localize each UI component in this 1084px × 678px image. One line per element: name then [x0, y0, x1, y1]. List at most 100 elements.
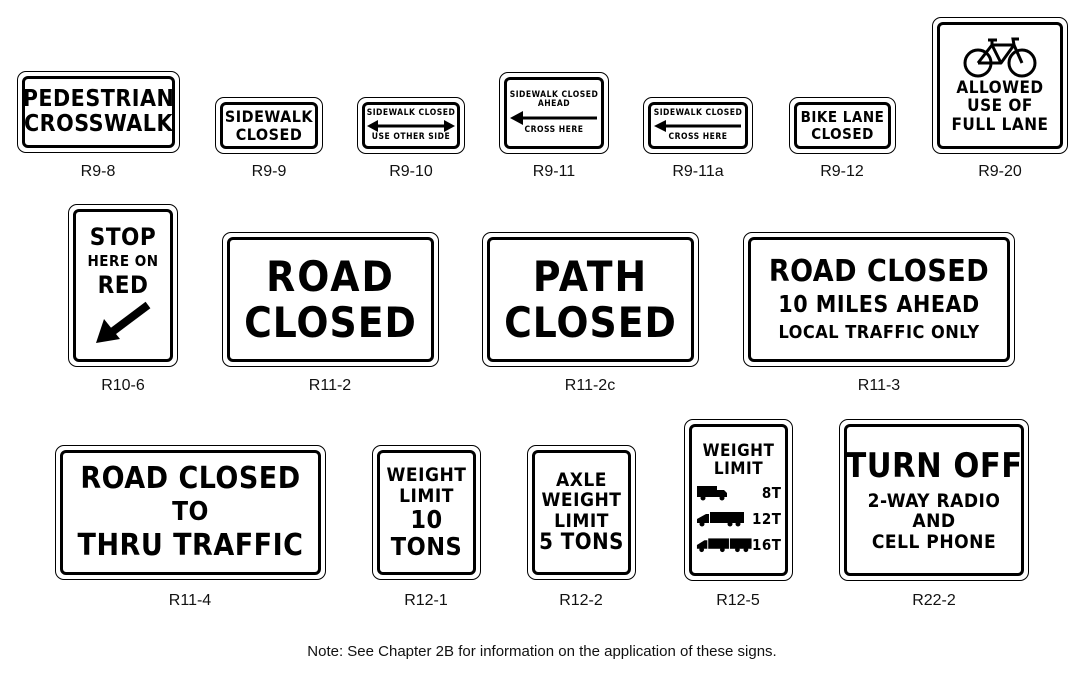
sign-r12-2-line-4: 5 TONS: [539, 530, 624, 556]
sign-r12-2-line-1: AXLE: [556, 468, 607, 491]
sign-r12-1: WEIGHT LIMIT 10 TONS: [372, 445, 481, 580]
double-headed-arrow-icon: [367, 119, 455, 132]
sign-r9-10-line-2: USE OTHER SIDE: [371, 131, 451, 142]
sign-r9-20: ALLOWED USE OF FULL LANE: [932, 17, 1068, 154]
sign-r11-3: ROAD CLOSED 10 MILES AHEAD LOCAL TRAFFIC…: [743, 232, 1015, 367]
sign-r9-20-face: ALLOWED USE OF FULL LANE: [937, 22, 1063, 149]
sign-r9-9-line-2: CLOSED: [235, 124, 303, 144]
sign-r12-1-code: R12-1: [404, 592, 448, 609]
sign-r12-1-line-4: TONS: [390, 532, 463, 562]
sign-r12-5-code: R12-5: [716, 592, 760, 609]
sign-r11-4-face: ROAD CLOSED TO THRU TRAFFIC: [60, 450, 321, 575]
sign-r12-1-face: WEIGHT LIMIT 10 TONS: [377, 450, 476, 575]
tonnage-row-3: 16T: [696, 532, 782, 558]
sign-r11-2c-line-1: PATH: [532, 252, 649, 302]
sign-r9-11-face: SIDEWALK CLOSED AHEAD CROSS HERE: [504, 77, 604, 149]
sign-r11-2-line-2: CLOSED: [244, 297, 417, 347]
sign-r9-8-line-1: PEDESTRIAN: [22, 86, 175, 113]
sign-r9-10-line-1: SIDEWALK CLOSED: [366, 108, 456, 119]
sign-r11-3-line-2: 10 MILES AHEAD: [778, 291, 980, 318]
sign-r10-6: STOP HERE ON RED: [68, 204, 178, 367]
footnote: Note: See Chapter 2B for information on …: [307, 643, 777, 660]
left-arrow-icon: [654, 119, 741, 132]
sign-r11-4-line-1: ROAD CLOSED: [80, 461, 301, 497]
sign-r11-2c: PATH CLOSED: [482, 232, 699, 367]
tonnage-row-2: 12T: [696, 506, 782, 532]
sign-r12-1-line-2: LIMIT: [399, 484, 454, 507]
sign-r9-11a-code: R9-11a: [672, 163, 724, 180]
sign-r9-11-code: R9-11: [532, 163, 576, 180]
sign-r22-2-line-4: CELL PHONE: [871, 530, 997, 553]
sign-r9-12: BIKE LANE CLOSED: [789, 97, 896, 154]
sign-r9-12-code: R9-12: [820, 163, 864, 180]
sign-r11-3-line-1: ROAD CLOSED: [768, 254, 990, 290]
sign-r9-12-face: BIKE LANE CLOSED: [794, 102, 891, 149]
sign-r12-2: AXLE WEIGHT LIMIT 5 TONS: [527, 445, 636, 580]
sign-r9-9: SIDEWALK CLOSED: [215, 97, 323, 154]
sign-r11-2-line-1: ROAD: [266, 252, 395, 302]
sign-r9-8: PEDESTRIAN CROSSWALK: [17, 71, 180, 153]
sign-r22-2-line-3: AND: [912, 510, 956, 533]
sign-r12-5-line-1: WEIGHT: [702, 440, 775, 461]
sign-r9-11a-face: SIDEWALK CLOSED CROSS HERE: [648, 102, 748, 149]
sign-r9-11-line-1: SIDEWALK CLOSED: [509, 90, 599, 101]
sign-r11-2-code: R11-2: [308, 377, 352, 394]
sign-r10-6-line-2: HERE ON: [87, 252, 159, 271]
sign-r11-4: ROAD CLOSED TO THRU TRAFFIC: [55, 445, 326, 580]
tonnage-row-1: 8T: [696, 480, 782, 506]
sign-r12-2-line-2: WEIGHT: [541, 489, 622, 512]
sign-r11-2: ROAD CLOSED: [222, 232, 439, 367]
sign-r9-8-code: R9-8: [80, 163, 116, 180]
down-left-arrow-icon: [96, 301, 151, 343]
sign-r9-20-code: R9-20: [978, 163, 1022, 180]
sign-r12-5-face: WEIGHT LIMIT 8T 12T: [689, 424, 788, 576]
tonnage-label-1: 8T: [761, 484, 782, 503]
sign-r9-8-line-2: CROSSWALK: [24, 111, 174, 137]
sign-r12-1-line-1: WEIGHT: [386, 463, 467, 486]
sign-r11-3-line-3: LOCAL TRAFFIC ONLY: [778, 322, 980, 344]
sign-r9-20-line-3: FULL LANE: [951, 114, 1049, 135]
sign-r9-12-line-1: BIKE LANE: [800, 108, 885, 127]
sign-r11-2-face: ROAD CLOSED: [227, 237, 434, 362]
bicycle-icon: [963, 37, 1037, 78]
sign-r9-9-face: SIDEWALK CLOSED: [220, 102, 318, 149]
sign-r9-10-code: R9-10: [389, 163, 433, 180]
sign-r9-11-line-3: CROSS HERE: [524, 124, 584, 135]
sign-r11-4-line-3: THRU TRAFFIC: [77, 527, 304, 563]
sign-r9-20-line-1: ALLOWED: [956, 77, 1044, 98]
sign-r10-6-line-3: RED: [97, 270, 149, 299]
sign-r9-10: SIDEWALK CLOSED USE OTHER SIDE: [357, 97, 465, 154]
sign-r10-6-code: R10-6: [101, 377, 145, 394]
sign-r12-1-line-3: 10: [410, 505, 443, 535]
sign-r9-11a-line-2: CROSS HERE: [668, 131, 728, 142]
sign-r22-2-line-2: 2-WAY RADIO: [867, 489, 1001, 512]
sign-r11-4-line-2: TO: [172, 497, 209, 528]
truck-icon: [696, 538, 752, 553]
sign-r11-2c-code: R11-2c: [564, 377, 616, 394]
sign-r11-3-code: R11-3: [857, 377, 901, 394]
sign-r10-6-line-1: STOP: [89, 222, 157, 251]
sign-r22-2-face: TURN OFF 2-WAY RADIO AND CELL PHONE: [844, 424, 1024, 576]
sign-r9-12-line-2: CLOSED: [811, 124, 874, 143]
sign-r9-11-line-2: AHEAD: [537, 99, 571, 110]
sign-r10-6-face: STOP HERE ON RED: [73, 209, 173, 362]
sign-r9-11: SIDEWALK CLOSED AHEAD CROSS HERE: [499, 72, 609, 154]
truck-icon: [696, 512, 744, 527]
left-arrow-icon: [510, 110, 597, 125]
tonnage-label-3: 16T: [752, 536, 782, 555]
sign-r12-2-code: R12-2: [559, 592, 603, 609]
sign-r9-9-code: R9-9: [251, 163, 287, 180]
sign-r9-11a-line-1: SIDEWALK CLOSED: [653, 108, 743, 119]
sign-r11-3-face: ROAD CLOSED 10 MILES AHEAD LOCAL TRAFFIC…: [748, 237, 1010, 362]
sign-r9-9-line-1: SIDEWALK: [224, 107, 314, 127]
sign-r11-4-code: R11-4: [168, 592, 212, 609]
sign-r9-8-face: PEDESTRIAN CROSSWALK: [22, 76, 175, 148]
sign-r11-2c-line-2: CLOSED: [504, 297, 677, 347]
sign-r9-20-line-2: USE OF: [967, 96, 1033, 117]
sign-r22-2: TURN OFF 2-WAY RADIO AND CELL PHONE: [839, 419, 1029, 581]
sign-r11-2c-face: PATH CLOSED: [487, 237, 694, 362]
sign-r12-2-line-3: LIMIT: [554, 509, 609, 532]
sign-r9-10-face: SIDEWALK CLOSED USE OTHER SIDE: [362, 102, 460, 149]
sign-r9-11a: SIDEWALK CLOSED CROSS HERE: [643, 97, 753, 154]
sign-r22-2-code: R22-2: [912, 592, 956, 609]
